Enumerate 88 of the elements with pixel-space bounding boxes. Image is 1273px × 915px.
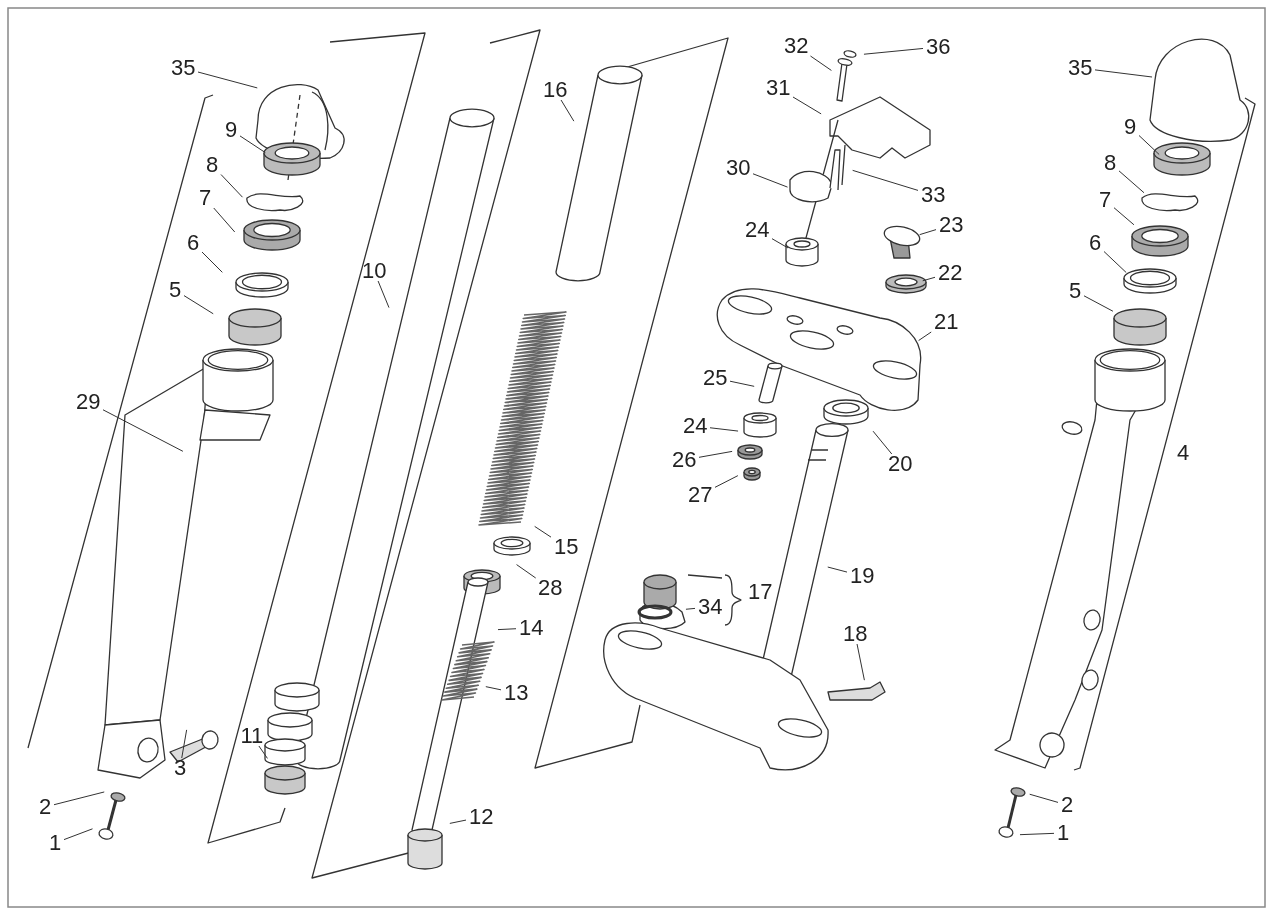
- leader-line: [863, 47, 924, 55]
- leader-line: [201, 251, 223, 273]
- leader-line: [63, 828, 93, 841]
- callout-number: 8: [1103, 151, 1118, 175]
- leader-line: [1094, 69, 1153, 78]
- leader-line: [377, 280, 390, 309]
- callout-number: 13: [503, 681, 530, 705]
- leader-line: [792, 96, 822, 115]
- callout-number: 25: [702, 366, 729, 390]
- callout-number: 30: [725, 156, 752, 180]
- leader-line: [856, 643, 865, 681]
- callout-number: 14: [518, 616, 545, 640]
- callout-number: 21: [933, 310, 960, 334]
- leader-line: [1118, 170, 1145, 194]
- callout-number: 35: [1067, 56, 1094, 80]
- callout-number: 17: [747, 580, 774, 604]
- callout-number: 1: [1056, 821, 1071, 845]
- leader-line: [919, 229, 937, 236]
- callout-number: 29: [75, 390, 102, 414]
- callout-number: 31: [765, 76, 792, 100]
- leader-line: [1019, 832, 1055, 836]
- callout-number: 7: [1098, 188, 1113, 212]
- callout-number: 11: [239, 724, 265, 748]
- leader-line: [485, 686, 502, 691]
- leader-line: [258, 745, 268, 759]
- callout-number: 34: [697, 595, 724, 619]
- callout-number: 20: [887, 452, 914, 476]
- leader-line: [918, 331, 932, 341]
- callout-number: 9: [224, 118, 239, 142]
- callout-number: 27: [687, 483, 714, 507]
- leader-line: [534, 525, 552, 538]
- leader-line: [239, 135, 266, 154]
- leader-line: [771, 238, 789, 249]
- callout-number: 16: [542, 78, 569, 102]
- callout-number: 22: [937, 261, 964, 285]
- callout-number: 12: [468, 805, 495, 829]
- callout-number: 26: [671, 448, 698, 472]
- callout-number: 36: [925, 35, 952, 59]
- leader-line: [714, 475, 739, 488]
- leader-line: [497, 628, 517, 631]
- leader-line: [752, 173, 789, 188]
- callout-number: 28: [537, 576, 564, 600]
- leader-line: [516, 564, 537, 579]
- callout-number: 8: [205, 153, 220, 177]
- leader-line: [1138, 135, 1160, 155]
- callout-number: 2: [38, 795, 53, 819]
- callout-number: 2: [1060, 793, 1075, 817]
- leader-line: [181, 729, 188, 759]
- callout-number: 35: [170, 56, 197, 80]
- callout-number: 10: [361, 259, 388, 283]
- leader-line: [102, 409, 184, 452]
- leader-line: [1029, 793, 1059, 803]
- leader-line: [560, 99, 575, 122]
- callout-number: 32: [783, 34, 810, 58]
- leader-line: [852, 169, 919, 191]
- leader-line: [922, 276, 936, 282]
- callout-number: 1: [48, 831, 63, 855]
- leader-line: [1103, 251, 1127, 273]
- callout-number: 7: [198, 186, 213, 210]
- leader-line: [183, 295, 214, 315]
- leader-line: [810, 55, 832, 71]
- callout-number: 9: [1123, 115, 1138, 139]
- leader-line: [213, 207, 236, 233]
- callout-number: 15: [553, 535, 580, 559]
- callout-number: 24: [682, 414, 709, 438]
- leader-line: [709, 427, 739, 432]
- callout-number: 5: [168, 278, 183, 302]
- leader-line: [827, 566, 848, 573]
- leader-line: [872, 430, 893, 455]
- leader-line: [685, 607, 696, 610]
- leader-line: [729, 380, 755, 387]
- leader-line: [1113, 207, 1135, 226]
- callout-number: 24: [744, 218, 771, 242]
- leader-line: [1083, 295, 1114, 312]
- callout-number: 23: [938, 213, 965, 237]
- leader-line: [53, 791, 105, 806]
- callout-number: 4: [1176, 441, 1191, 465]
- leader-line: [698, 450, 733, 458]
- callout-number: 5: [1068, 279, 1083, 303]
- callout-number: 19: [849, 564, 876, 588]
- leader-line: [197, 71, 258, 89]
- leader-line: [220, 174, 243, 198]
- callout-number: 6: [1088, 231, 1103, 255]
- callout-number: 33: [920, 183, 947, 207]
- callout-number: 18: [842, 622, 869, 646]
- callout-number: 6: [186, 231, 201, 255]
- leader-line: [449, 819, 467, 824]
- callout-number: 3: [173, 756, 188, 780]
